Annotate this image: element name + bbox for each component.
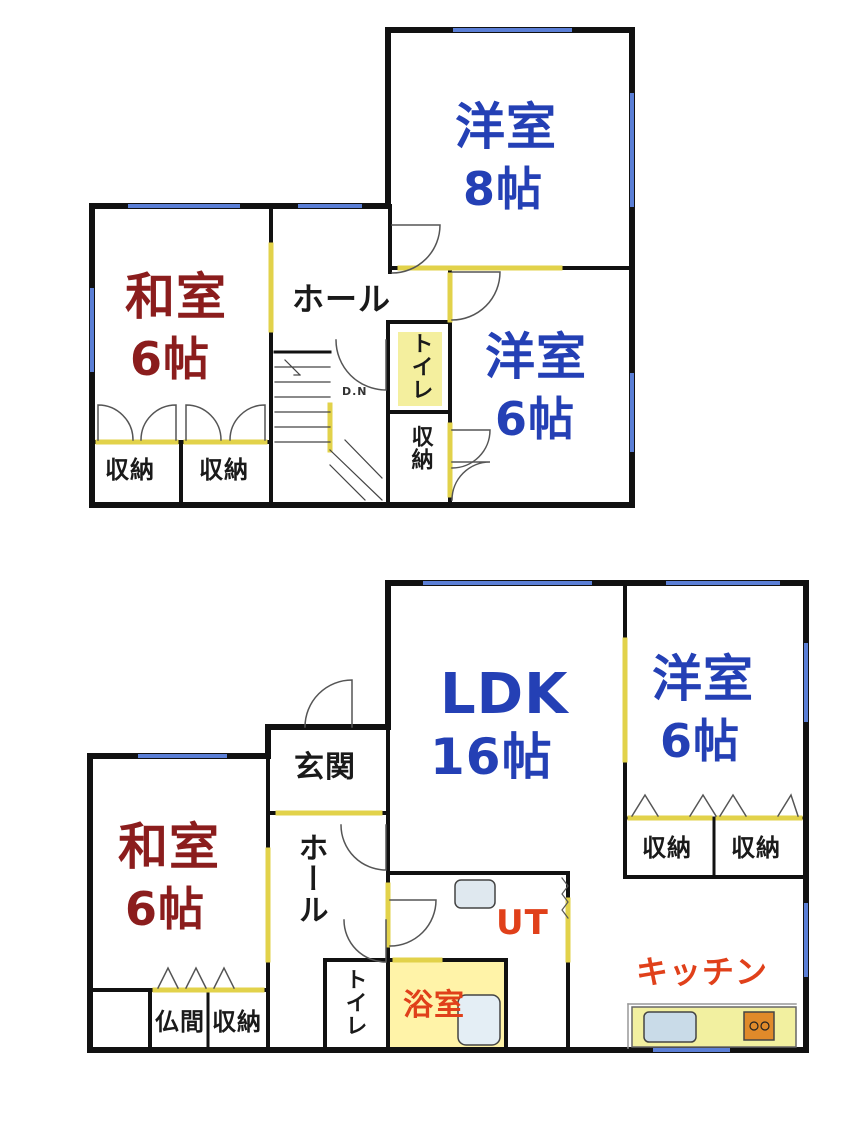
utility-label: UT	[496, 903, 549, 943]
lower-storage-label-2: 収納	[731, 834, 781, 862]
upper-yoshitsu-small-size: 6帖	[495, 392, 576, 446]
kitchen-sink	[643, 1011, 697, 1043]
kitchen-label: キッチン	[636, 953, 769, 991]
lower-hall-label: ホール	[292, 832, 328, 934]
closet-door	[630, 793, 799, 818]
upper-yoshitsu-small-name: 洋室	[485, 328, 587, 386]
upper-yoshitsu-large-name: 洋室	[455, 98, 557, 156]
lower-yoshitsu-name: 洋室	[652, 650, 754, 708]
upper-floor-plan	[89, 27, 635, 508]
door-swing	[451, 461, 491, 501]
closet-door	[185, 404, 222, 441]
lower-hall-text: ホール	[292, 832, 328, 925]
lower-floor-plan	[87, 580, 809, 1053]
door-swing	[451, 429, 491, 469]
closet-door	[97, 404, 134, 441]
toilet-fixture	[332, 968, 380, 1046]
stair-mark: D.N	[342, 385, 368, 398]
lower-toilet-label: トイレ	[332, 968, 376, 1042]
lower-washitsu-name: 和室	[118, 818, 220, 876]
upper-hall-label: ホール	[292, 280, 392, 318]
upper-washitsu-name: 和室	[125, 268, 227, 326]
lower-yoshitsu-size: 6帖	[660, 714, 741, 768]
door-swing	[304, 679, 353, 728]
bathtub	[457, 994, 501, 1046]
door-swing	[389, 899, 437, 947]
upper-storage-label-3: 収納	[398, 425, 442, 476]
utility-shelf	[561, 877, 569, 919]
entrance-label: 玄関	[294, 750, 356, 785]
upper-yoshitsu-large-size: 8帖	[463, 162, 544, 216]
door-swing	[451, 271, 501, 321]
closet-door	[140, 404, 177, 441]
closet-door	[156, 966, 236, 990]
door-swing	[340, 824, 387, 871]
bath-label: 浴室	[403, 988, 465, 1023]
upper-washitsu-size: 6帖	[130, 332, 211, 386]
lower-storage-label-1: 収納	[642, 834, 692, 862]
door-swing	[335, 339, 387, 391]
lower-toilet-text: トイレ	[341, 968, 367, 1037]
staircase	[274, 359, 383, 501]
lower-storage-label-3: 収納	[212, 1008, 262, 1036]
upper-toilet-text: トイレ	[407, 332, 433, 401]
upper-toilet-label: トイレ	[398, 332, 442, 407]
upper-storage-label-1: 収納	[105, 456, 155, 484]
door-swing	[343, 919, 387, 963]
upper-storage-text-3: 収納	[407, 425, 433, 471]
closet-door	[229, 404, 266, 441]
butsuma-label: 仏間	[155, 1008, 205, 1036]
lower-washitsu-size: 6帖	[125, 882, 206, 936]
upper-storage-label-2: 収納	[199, 456, 249, 484]
ldk-size: 16帖	[430, 728, 553, 786]
ldk-name: LDK	[440, 662, 569, 727]
washbasin	[454, 879, 496, 909]
door-swing	[391, 224, 441, 274]
